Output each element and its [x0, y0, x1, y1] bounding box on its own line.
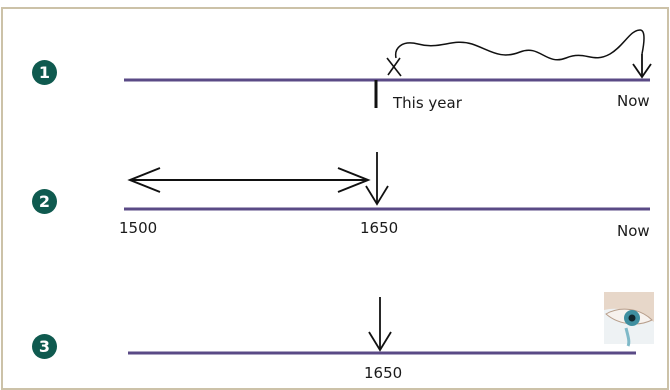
squiggle-path [394, 29, 645, 61]
now-label-1: Now [617, 92, 650, 110]
range-double-arrow [127, 167, 371, 193]
step-2-badge: 2 [32, 189, 57, 214]
step-3-badge: 3 [32, 334, 57, 359]
step-1-badge: 1 [32, 60, 57, 85]
mark-1650-label-3: 1650 [364, 364, 403, 382]
mark-1650-label: 1650 [360, 219, 399, 237]
start-1500-label: 1500 [119, 219, 158, 237]
diagram-frame [1, 7, 669, 390]
now-arrow-icon [632, 54, 652, 79]
mark-1650-arrow-icon-3 [368, 297, 392, 352]
x-mark-icon [386, 57, 402, 77]
this-year-label: This year [393, 94, 462, 112]
eye-icon [604, 292, 654, 347]
mark-1650-arrow-icon [365, 152, 389, 206]
now-label-2: Now [617, 222, 650, 240]
